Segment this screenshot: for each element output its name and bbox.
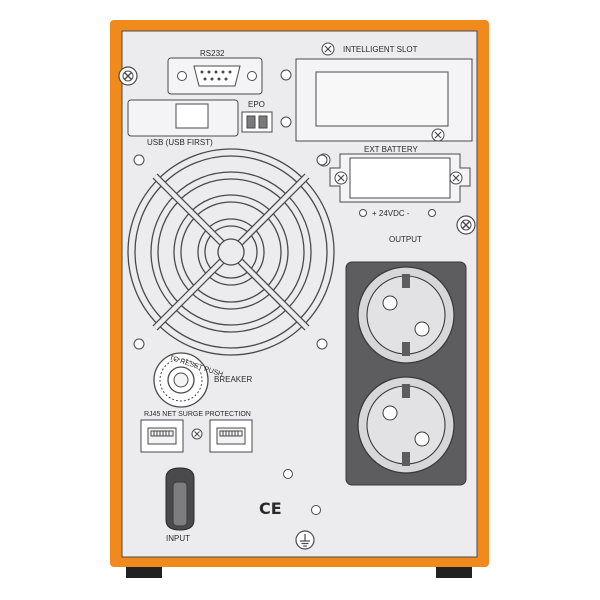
mount-hole: [283, 469, 293, 479]
mount-hole: [311, 505, 321, 515]
intelligent-slot-opening[interactable]: [315, 71, 449, 127]
screw-icon: [118, 66, 138, 86]
dc-voltage-label: + 24VDC -: [372, 209, 410, 218]
rj45-port-in[interactable]: [140, 419, 184, 453]
dc-terminal-negative[interactable]: [428, 209, 436, 217]
screw-icon: [334, 171, 348, 185]
output-socket-2[interactable]: [357, 376, 455, 474]
usb-port[interactable]: [175, 103, 209, 129]
ground-icon: [295, 530, 315, 550]
input-label: INPUT: [166, 534, 190, 543]
rs232-connector[interactable]: [193, 65, 241, 87]
output-socket-1[interactable]: [357, 266, 455, 364]
ce-mark: CE: [259, 499, 282, 518]
right-foot: [436, 566, 472, 578]
screw-icon: [431, 128, 445, 142]
mount-hole: [280, 69, 292, 81]
breaker-button[interactable]: [153, 352, 209, 408]
screw-icon: [449, 171, 463, 185]
dc-terminal-positive[interactable]: [359, 209, 367, 217]
intelligent-slot-label: INTELLIGENT SLOT: [343, 45, 418, 54]
screw-icon: [191, 428, 203, 440]
screw-icon: [321, 42, 335, 56]
output-label: OUTPUT: [389, 235, 422, 244]
rj45-port-out[interactable]: [209, 419, 253, 453]
ext-battery-label: EXT BATTERY: [364, 145, 418, 154]
mount-hole: [280, 116, 292, 128]
fan-grille-icon: [127, 148, 335, 356]
input-power-cable[interactable]: [165, 467, 195, 531]
rs232-screw-left: [177, 71, 187, 81]
ext-battery-connector[interactable]: [349, 157, 451, 199]
epo-label: EPO: [248, 100, 265, 109]
screw-icon: [456, 215, 476, 235]
rs232-screw-right: [247, 71, 257, 81]
breaker-label: BREAKER: [214, 375, 252, 384]
left-foot: [126, 566, 162, 578]
rs232-label: RS232: [200, 49, 225, 58]
epo-connector[interactable]: [241, 111, 273, 133]
usb-label: USB (USB FIRST): [147, 138, 213, 147]
rj45-label: RJ45 NET SURGE PROTECTION: [144, 411, 251, 418]
